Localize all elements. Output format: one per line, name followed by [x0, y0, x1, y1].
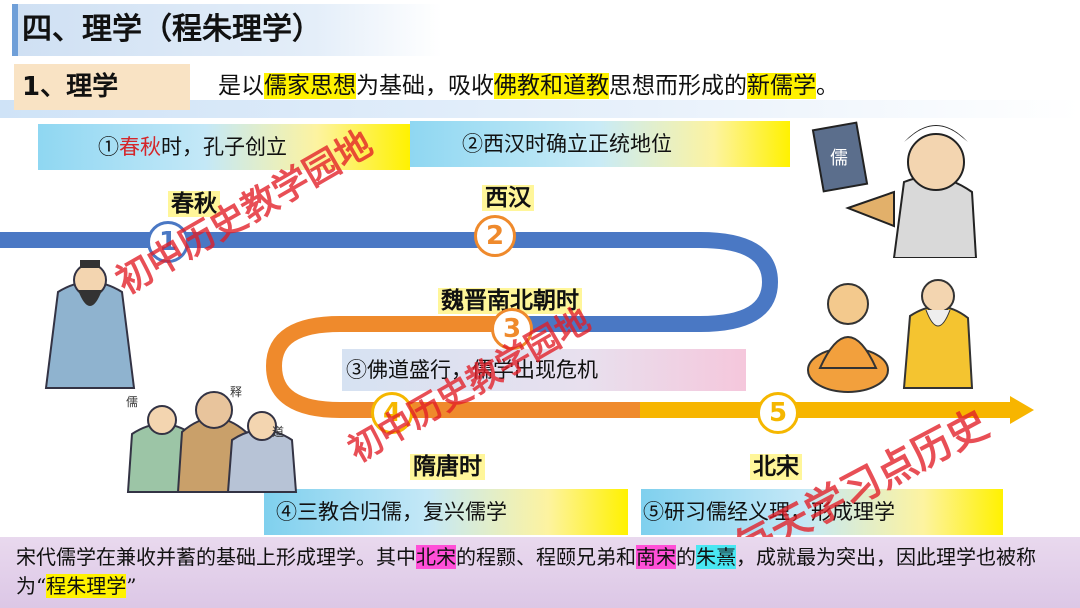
confucius-figure-illustration	[44, 260, 136, 389]
summary-highlight-beisong: 北宋	[416, 545, 456, 569]
timeline-node-3: 3	[491, 308, 533, 350]
era-label-text: 魏晋南北朝时	[438, 288, 582, 314]
figure-label-ru: 儒	[126, 395, 138, 409]
era-label-text: 西汉	[482, 185, 534, 211]
summary-text: ，成就最为突出，因此理学也被称 为“	[16, 545, 1036, 598]
intro-text: 为基础，吸收	[356, 73, 494, 99]
intro-highlight-confucian: 儒家思想	[264, 73, 356, 99]
era-label-text: 隋唐时	[410, 454, 485, 480]
summary-text: 宋代儒学在兼收并蓄的基础上形成理学。其中	[16, 545, 416, 569]
timeline-arrowhead	[1010, 396, 1034, 424]
figure-label-dao: 道	[272, 425, 284, 439]
intro-text: 思想而形成的	[609, 73, 747, 99]
era-label-text: 春秋	[168, 191, 220, 217]
buddha-and-taoist-illustration	[807, 279, 974, 393]
intro-highlight-buddhism-taoism: 佛教和道教	[494, 73, 609, 99]
stage-1-era-red: 春秋	[119, 135, 161, 159]
stage-5-box: ⑤研习儒经义理，形成理学	[641, 489, 1003, 535]
summary-highlight-chengzhu: 程朱理学	[46, 574, 127, 598]
summary-highlight-nansong: 南宋	[636, 545, 676, 569]
timeline-node-5: 5	[757, 392, 799, 434]
timeline-node-2: 2	[474, 215, 516, 257]
intro-text: 是以	[218, 73, 264, 99]
intro-text: 。	[816, 73, 839, 99]
timeline-orange-segment	[265, 316, 640, 418]
three-teachings-figures-illustration: 儒 释 道	[126, 385, 298, 493]
book-label-ru: 儒	[830, 148, 848, 169]
era-label-suitang: 隋唐时	[410, 447, 485, 481]
stage-2-box: ②西汉时确立正统地位	[410, 121, 790, 167]
summary-text: ”	[126, 574, 137, 598]
stage-1-box: ①春秋时，孔子创立	[38, 124, 410, 170]
timeline-node-4: 4	[371, 392, 413, 434]
summary-text: 的	[676, 545, 696, 569]
summary-text: 的程颢、程颐兄弟和	[456, 545, 636, 569]
stage-4-box: ④三教合归儒，复兴儒学	[264, 489, 628, 535]
intro-sentence: 是以儒家思想为基础，吸收佛教和道教思想而形成的新儒学。	[218, 66, 839, 106]
stage-3-box: ③佛道盛行，儒学出现危机	[342, 349, 746, 391]
timeline-node-1: 1	[147, 221, 189, 263]
stage-1-text: 时，孔子创立	[161, 135, 287, 159]
era-label-weijin: 魏晋南北朝时	[438, 281, 582, 315]
era-label-text: 北宋	[750, 454, 802, 480]
summary-paragraph: 宋代儒学在兼收并蓄的基础上形成理学。其中北宋的程颢、程颐兄弟和南宋的朱熹，成就最…	[0, 537, 1080, 608]
header-stripe	[0, 100, 1080, 118]
summary-highlight-zhuxi: 朱熹	[696, 545, 736, 569]
scholar-with-megaphone-illustration: 儒	[811, 121, 978, 258]
era-label-xihan: 西汉	[482, 178, 534, 212]
page-title: 四、理学（程朱理学）	[12, 4, 442, 56]
era-label-beisong: 北宋	[750, 447, 802, 481]
figure-label-shi: 释	[230, 385, 242, 399]
era-label-chunqiu: 春秋	[168, 184, 220, 218]
stage-1-number: ①	[98, 135, 119, 159]
section-tag: 1、理学	[14, 64, 190, 110]
timeline-blue-segment	[0, 232, 779, 332]
intro-highlight-neo-confucian: 新儒学	[747, 73, 816, 99]
